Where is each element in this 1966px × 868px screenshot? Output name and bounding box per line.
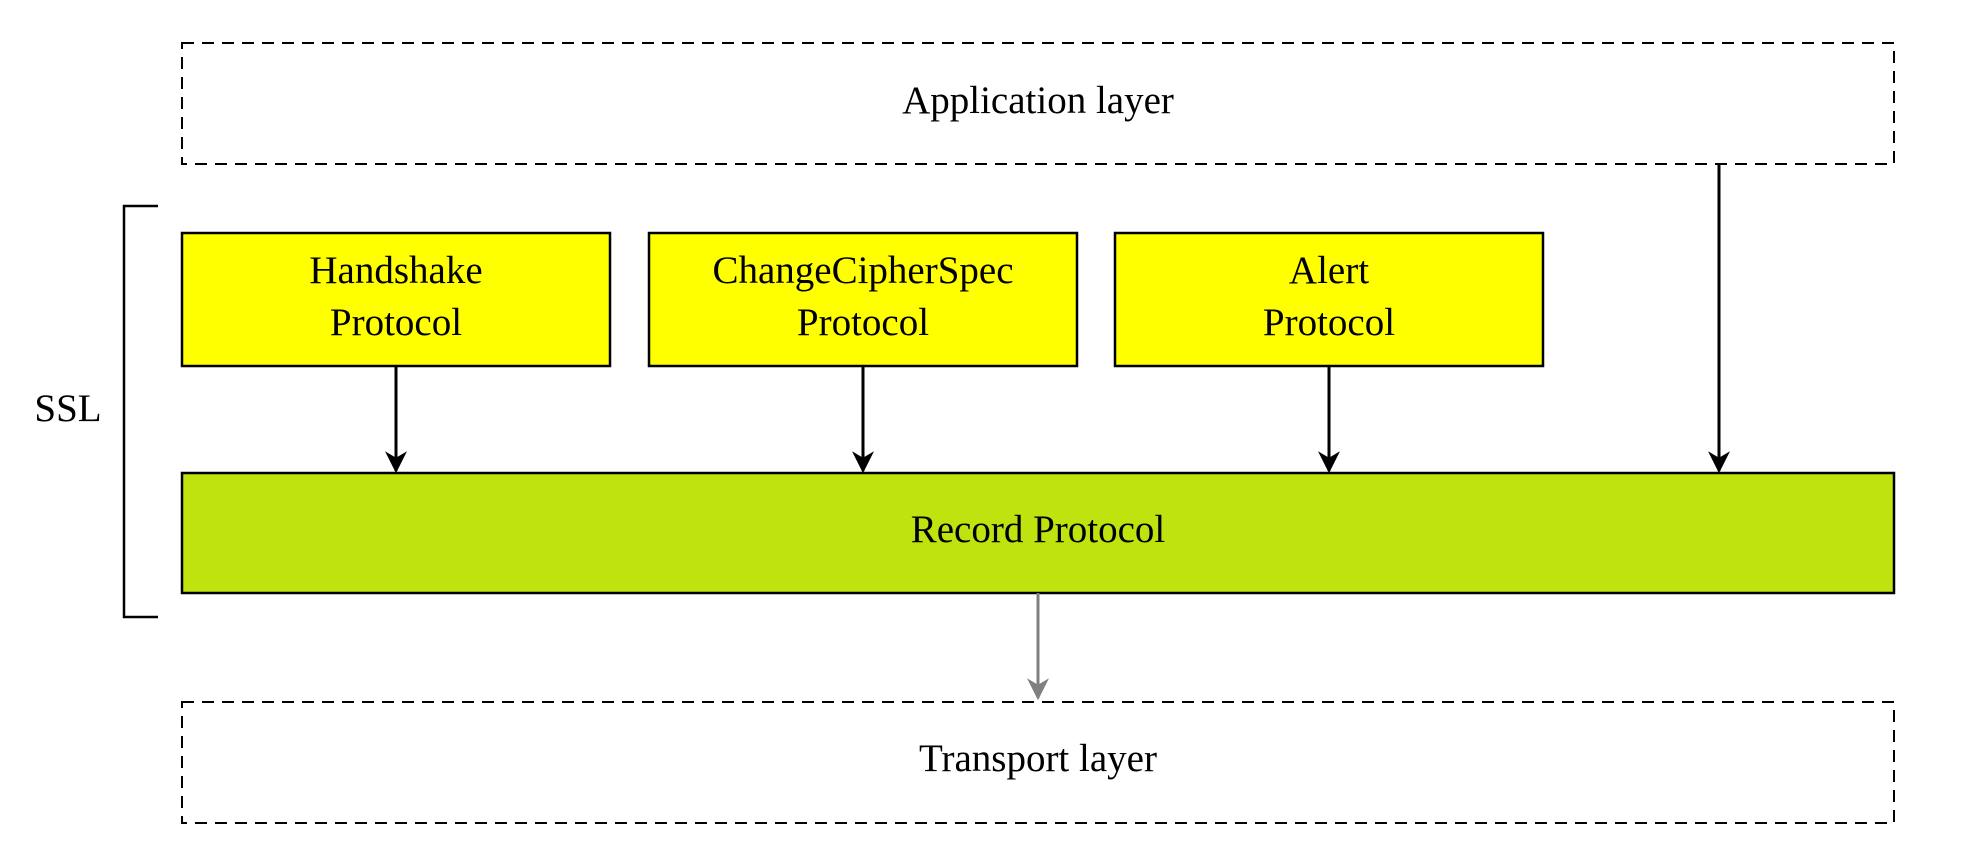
ssl-bracket: SSL: [34, 204, 158, 619]
change-cipher-spec-protocol-box: ChangeCipherSpec Protocol: [647, 231, 1079, 368]
handshake-protocol-label-line2: Protocol: [330, 301, 462, 344]
transport-layer-box: Transport layer: [181, 701, 1895, 824]
application-layer-box: Application layer: [181, 42, 1895, 165]
application-layer-label: Application layer: [902, 79, 1174, 122]
handshake-protocol-box: Handshake Protocol: [180, 231, 612, 368]
ssl-bracket-line: [122, 204, 158, 619]
change-cipher-spec-label-line2: Protocol: [797, 301, 929, 344]
ssl-label: SSL: [34, 387, 101, 430]
transport-layer-label: Transport layer: [919, 737, 1157, 780]
handshake-protocol-label-line1: Handshake: [309, 249, 482, 292]
change-cipher-spec-label-line1: ChangeCipherSpec: [712, 249, 1013, 292]
record-protocol-box: Record Protocol: [180, 471, 1896, 595]
alert-protocol-label-line2: Protocol: [1263, 301, 1395, 344]
alert-protocol-box: Alert Protocol: [1113, 231, 1545, 368]
record-protocol-label: Record Protocol: [911, 508, 1166, 551]
alert-protocol-label-line1: Alert: [1289, 249, 1369, 292]
